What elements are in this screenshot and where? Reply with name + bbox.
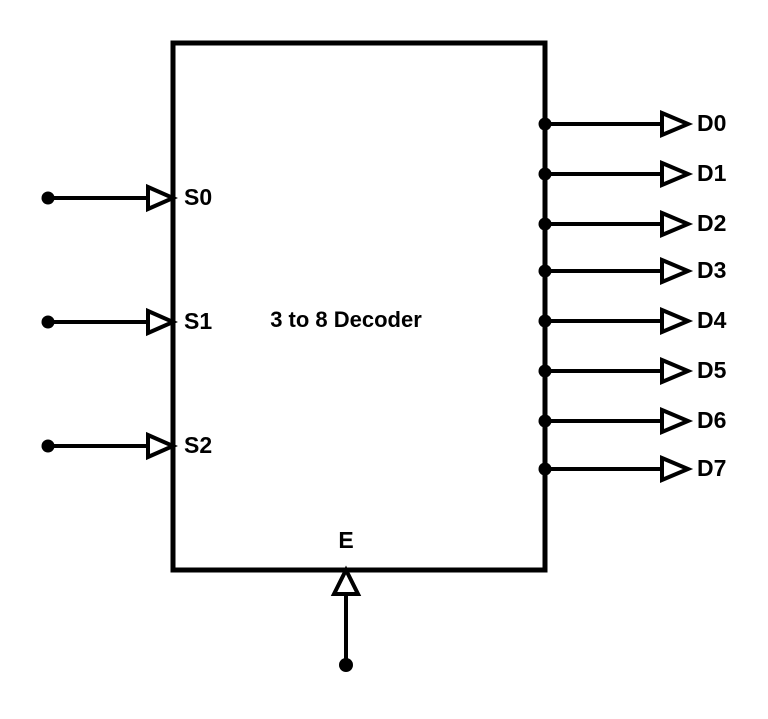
output-arrow-d7 [660, 454, 694, 484]
enable-arrow [330, 565, 362, 596]
enable-input-group: E [330, 527, 362, 672]
output-label-d7: D7 [697, 455, 726, 481]
input-label-s2: S2 [184, 432, 212, 458]
output-junction-dot-d3[interactable] [538, 264, 552, 278]
output-arrow-d5 [660, 356, 694, 386]
output-pin-d6: D6 [538, 406, 726, 436]
input-label-s1: S1 [184, 308, 212, 334]
output-arrow-d0 [660, 109, 694, 139]
output-arrow-d1 [660, 159, 694, 189]
output-junction-dot-d1[interactable] [538, 167, 552, 181]
input-arrow-s1 [146, 307, 178, 337]
input-terminal-dot-s0[interactable] [41, 191, 55, 205]
output-junction-dot-d5[interactable] [538, 364, 552, 378]
enable-terminal-dot[interactable] [339, 658, 353, 672]
output-pin-d2: D2 [538, 209, 726, 239]
output-label-d3: D3 [697, 257, 726, 283]
output-label-d6: D6 [697, 407, 726, 433]
output-label-d4: D4 [697, 307, 727, 333]
input-pin-s2: S2 [41, 431, 212, 461]
output-junction-dot-d4[interactable] [538, 314, 552, 328]
chip-title-label: 3 to 8 Decoder [270, 307, 422, 332]
input-terminal-dot-s1[interactable] [41, 315, 55, 329]
output-label-d2: D2 [697, 210, 726, 236]
output-pin-d7: D7 [538, 454, 726, 484]
enable-label: E [338, 527, 353, 553]
input-pin-s0: S0 [41, 183, 212, 213]
input-pin-s1: S1 [41, 307, 212, 337]
decoder-chip-body [170, 40, 548, 573]
input-label-s0: S0 [184, 184, 212, 210]
input-arrow-s0 [146, 183, 178, 213]
output-pin-d0: D0 [538, 109, 726, 139]
output-arrow-d2 [660, 209, 694, 239]
output-junction-dot-d6[interactable] [538, 414, 552, 428]
output-label-d5: D5 [697, 357, 727, 383]
output-label-d0: D0 [697, 110, 726, 136]
output-junction-dot-d7[interactable] [538, 462, 552, 476]
output-pin-d4: D4 [538, 306, 727, 336]
input-terminal-dot-s2[interactable] [41, 439, 55, 453]
output-arrow-d6 [660, 406, 694, 436]
output-arrow-d4 [660, 306, 694, 336]
input-arrow-s2 [146, 431, 178, 461]
output-pin-d1: D1 [538, 159, 727, 189]
output-pin-d3: D3 [538, 256, 726, 286]
output-junction-dot-d2[interactable] [538, 217, 552, 231]
output-arrow-d3 [660, 256, 694, 286]
output-junction-dot-d0[interactable] [538, 117, 552, 131]
output-label-d1: D1 [697, 160, 727, 186]
output-pin-d5: D5 [538, 356, 727, 386]
